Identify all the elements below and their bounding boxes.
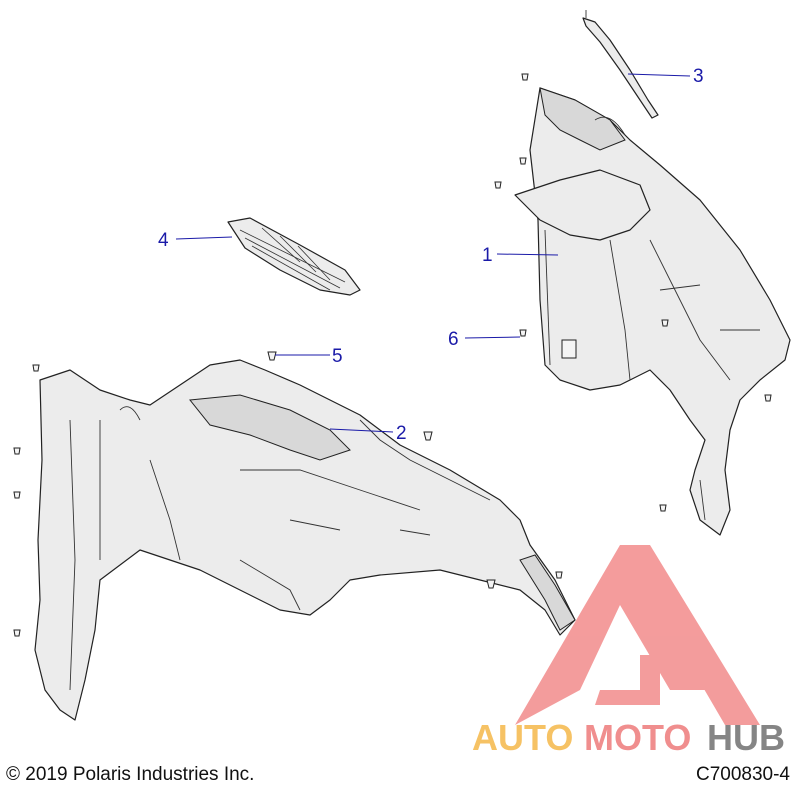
part-3-trim-strip [582,10,659,119]
fastener-screw-icon [661,319,669,327]
callout-number-2: 2 [396,423,407,444]
fastener-screw-icon [659,504,667,512]
watermark-text-auto: AUTO [472,717,573,758]
fastener-clip-icon [267,351,277,361]
callout-5: 5 [275,346,343,367]
callout-3: 3 [627,66,704,87]
diagram-code: C700830-4 [695,764,790,785]
callout-number-3: 3 [693,66,704,87]
callout-6: 6 [448,329,521,350]
watermark-text-moto: MOTO [584,717,691,758]
watermark-text-hub: HUB [707,717,785,758]
watermark-logo: AUTO MOTO HUB [472,545,785,758]
copyright-notice: © 2019 Polaris Industries Inc. [6,764,255,785]
watermark-triangle-icon [515,545,760,725]
callout-number-1: 1 [482,245,493,266]
callout-4: 4 [158,230,233,251]
fastener-screw-icon [764,394,772,402]
fastener-screw-icon [13,491,21,499]
fastener-screw-icon [521,73,529,81]
fastener-screw-icon [13,447,21,455]
fastener-screw-icon [555,571,563,579]
panel-cutout [561,339,577,359]
callout-number-4: 4 [158,230,169,251]
part-2-front-fender [34,359,576,721]
fastener-clip-icon [486,579,496,589]
fastener-screw-icon [13,629,21,637]
watermark-inner-mark-icon [595,655,660,705]
fastener-screw-icon [519,157,527,165]
callout-number-5: 5 [332,346,343,367]
fastener-screw-icon [32,364,40,372]
callout-2: 2 [329,423,407,444]
callout-1: 1 [482,245,559,266]
part-4-grille [227,217,361,296]
part-1-fender-panel [514,87,791,536]
callout-number-6: 6 [448,329,459,350]
fastener-screw-icon [519,329,527,337]
fastener-screw-icon [494,181,502,189]
fastener-clip-icon [423,431,433,441]
fasteners [13,73,772,637]
